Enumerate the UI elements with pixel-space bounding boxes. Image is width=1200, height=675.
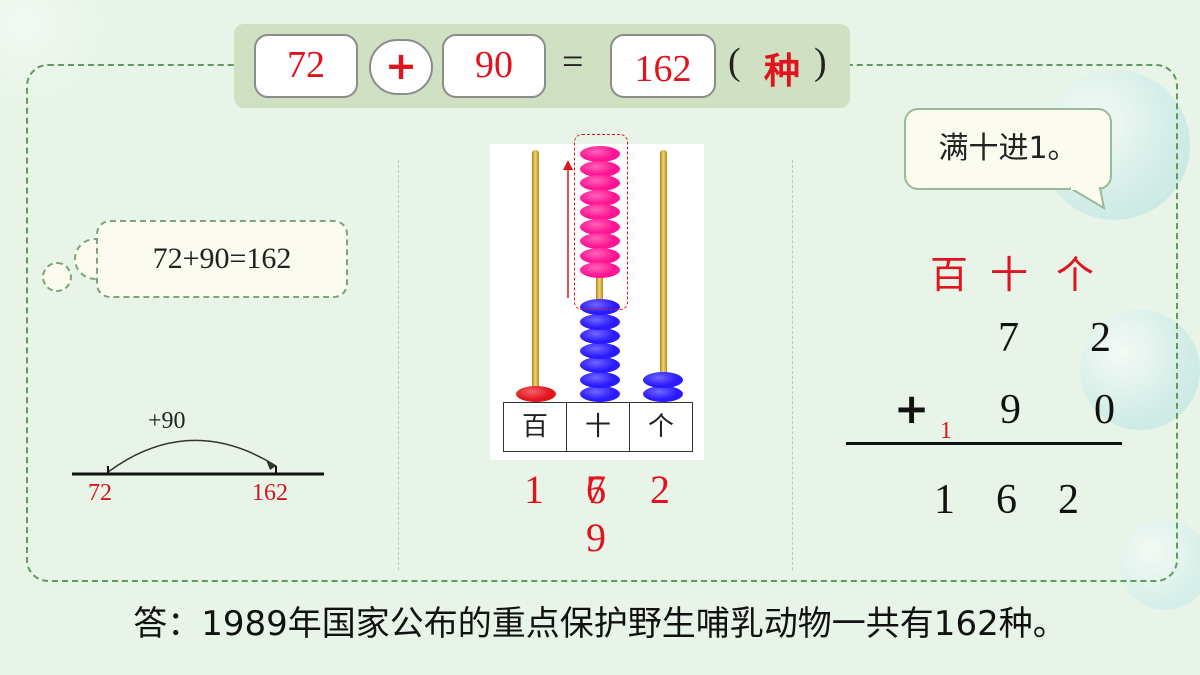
bead-tens <box>580 371 620 388</box>
bead-ones <box>643 386 683 402</box>
row2-tens: 9 <box>1000 387 1021 433</box>
column-header-ones: 个 <box>1056 253 1095 297</box>
number-line-end-label: 162 <box>252 480 288 506</box>
bead-tens-carried <box>580 160 620 177</box>
divider-right <box>792 160 793 570</box>
bead-tens-carried <box>580 247 620 264</box>
operator-box: + <box>369 39 433 95</box>
thought-bubble <box>96 220 348 298</box>
place-tens: 十 <box>566 402 630 452</box>
bead-tens <box>580 386 620 402</box>
place-ones: 个 <box>629 402 693 452</box>
plus-sign: + <box>894 384 930 433</box>
result-hundreds: 1 <box>934 477 955 523</box>
thought-dot-small <box>42 262 72 292</box>
number-line-start-label: 72 <box>88 480 112 506</box>
number-line <box>72 439 324 476</box>
thought-bubble-text: 72+90=162 <box>152 242 292 275</box>
bead-tens <box>580 342 620 359</box>
rod-hundreds <box>532 150 539 402</box>
bead-tens-carried <box>580 218 620 235</box>
tens-digit-extra: 9 <box>586 515 606 560</box>
speech-bubble <box>904 108 1112 190</box>
jump-label: +90 <box>148 408 186 434</box>
sum-line <box>846 442 1122 445</box>
up-arrow <box>563 160 573 298</box>
bead-tens <box>580 328 620 344</box>
bead-tens-carried <box>580 175 620 191</box>
column-header-tens: 十 <box>990 253 1029 297</box>
bead-tens-carried <box>580 189 620 206</box>
bead-tens-carried <box>580 204 620 220</box>
jump-arc <box>107 439 277 473</box>
result-ones: 2 <box>1058 477 1079 523</box>
bead-ones <box>643 371 683 388</box>
bead-tens <box>580 357 620 373</box>
carry-digit: 1 <box>940 418 952 444</box>
sum-box: 162 <box>610 34 716 98</box>
bead-tens <box>580 313 620 330</box>
divider-left <box>398 160 399 570</box>
tens-digit-new: 6 <box>586 467 606 512</box>
paren-open: ( <box>728 41 741 83</box>
rod-ones <box>660 150 667 402</box>
place-hundreds: 百 <box>503 402 567 452</box>
paren-close: ) <box>814 41 827 83</box>
unit-label: 种 <box>764 51 801 92</box>
bead-tens <box>580 299 620 315</box>
jump-arrow-head <box>266 460 276 470</box>
bead-hundreds <box>516 386 556 402</box>
row1-tens: 7 <box>998 315 1019 361</box>
bead-tens-carried <box>580 233 620 249</box>
ones-digit: 2 <box>650 467 670 512</box>
row1-ones: 2 <box>1090 315 1111 361</box>
answer-text: 答：1989年国家公布的重点保护野生哺乳动物一共有162种。 <box>133 604 1067 644</box>
bead-tens-carried <box>580 146 620 162</box>
speech-bubble-text: 满十进1。 <box>938 131 1078 166</box>
carry-highlight <box>574 134 628 310</box>
addend1-box: 72 <box>254 34 358 98</box>
addend2-box: 90 <box>442 34 546 98</box>
hundreds-digit: 1 <box>524 467 544 512</box>
row2-ones: 0 <box>1094 387 1115 433</box>
column-header-hundreds: 百 <box>930 253 969 297</box>
speech-bubble-tail <box>1070 186 1106 210</box>
background-bubble <box>1080 310 1200 430</box>
bead-tens-carried <box>580 262 620 278</box>
tens-digit-old: 7 <box>586 467 606 512</box>
equals-sign: = <box>562 41 584 83</box>
result-tens: 6 <box>996 477 1017 523</box>
